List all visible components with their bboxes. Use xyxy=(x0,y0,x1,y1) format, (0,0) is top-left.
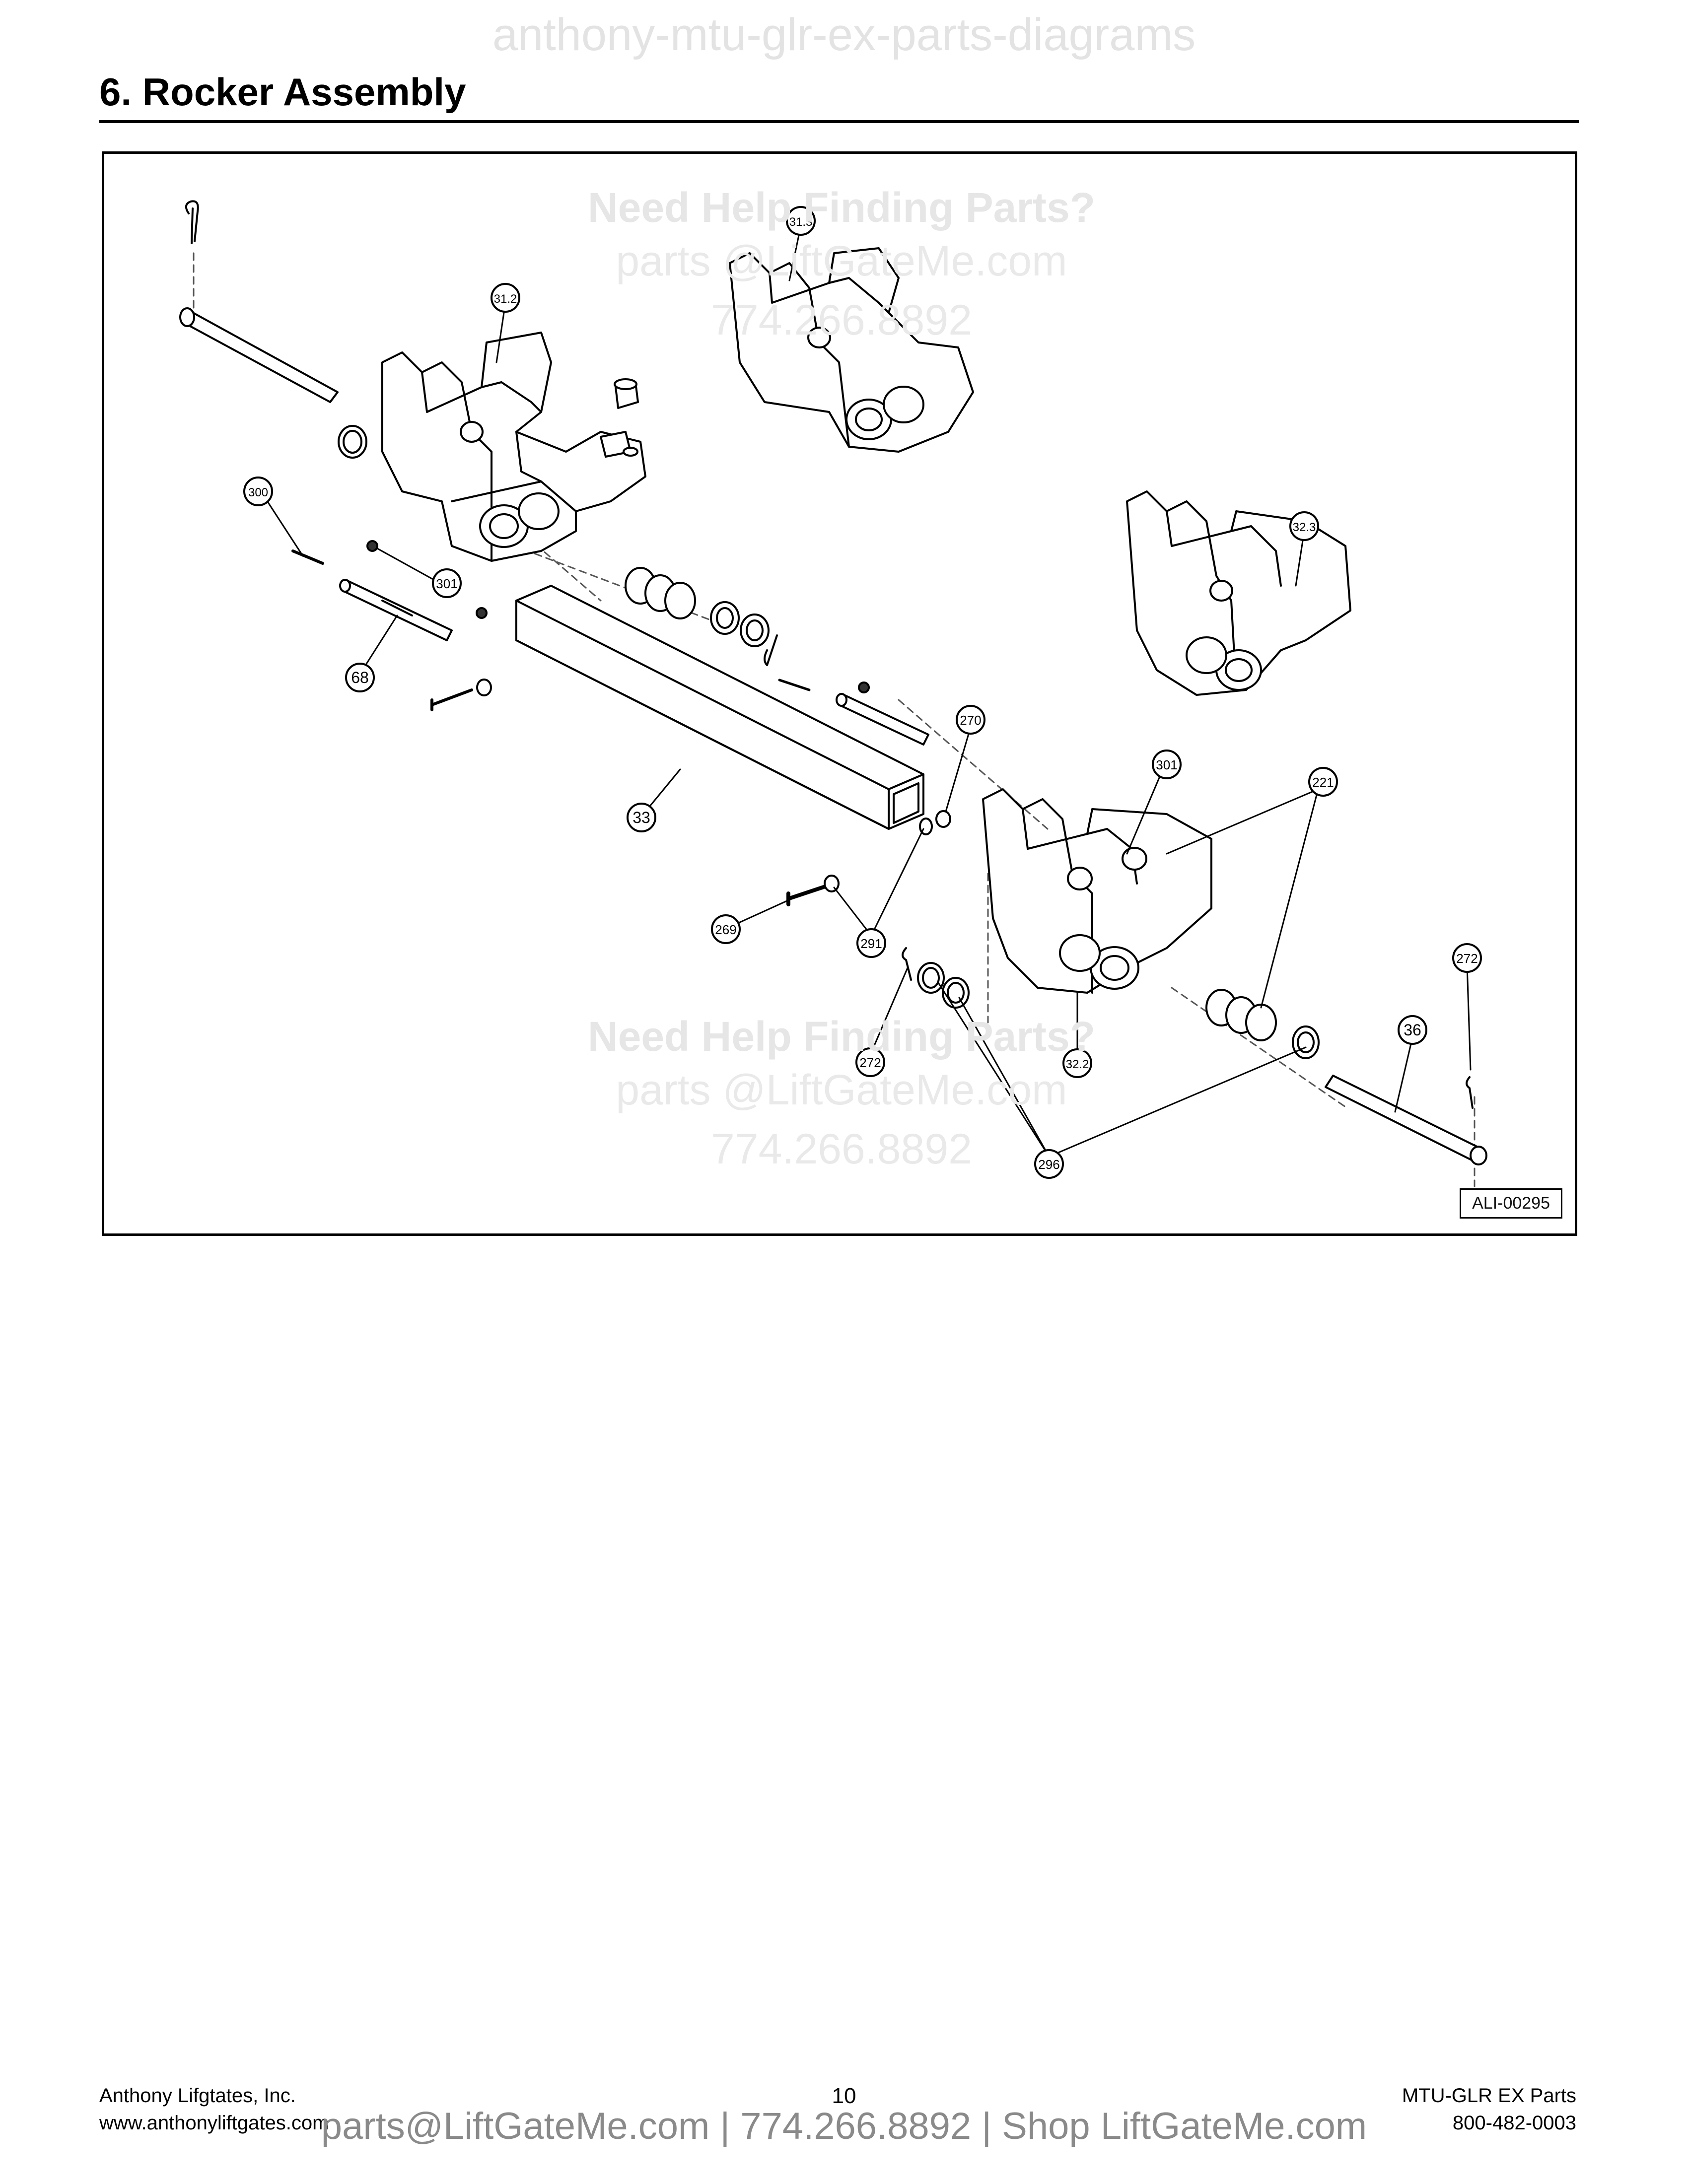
callout-270: 270 xyxy=(960,713,981,728)
footer-page-number: 10 xyxy=(832,2084,856,2108)
help-watermark-top: Need Help Finding Parts? parts @LiftGate… xyxy=(494,184,1189,345)
nut-301 xyxy=(366,540,378,552)
title-rule xyxy=(99,120,1579,123)
help-watermark-bottom: Need Help Finding Parts? parts @LiftGate… xyxy=(494,1013,1189,1174)
help-email: parts @LiftGateMe.com xyxy=(616,1066,1067,1114)
callout-31-3: 31.3 xyxy=(789,215,813,229)
nut-center xyxy=(858,682,870,693)
rocker-bracket-32-2 xyxy=(982,788,1212,994)
tube-33 xyxy=(515,585,924,830)
help-phone: 774.266.8892 xyxy=(710,1125,973,1173)
callout-301-left: 301 xyxy=(436,576,457,591)
nut-270 xyxy=(935,810,951,828)
help-heading: Need Help Finding Parts? xyxy=(587,1013,1096,1060)
cotter-pin-center xyxy=(764,634,778,666)
callout-68: 68 xyxy=(351,669,369,686)
help-email: parts @LiftGateMe.com xyxy=(616,237,1067,285)
section-title: 6. Rocker Assembly xyxy=(99,70,466,114)
pin-left xyxy=(179,307,339,403)
footer-doc-name: MTU-GLR EX Parts xyxy=(1402,2085,1576,2107)
exploded-parts-diagram: 31.2 31.3 32.3 300 301 68 33 270 301 221… xyxy=(179,200,1487,1187)
cotter-pin-272-right xyxy=(1466,1076,1474,1109)
footer-banner: parts@LiftGateMe.com | 774.266.8892 | Sh… xyxy=(321,2105,1367,2147)
callout-221: 221 xyxy=(1312,775,1334,790)
diagram-id-label: ALI-00295 xyxy=(1460,1188,1562,1219)
help-phone: 774.266.8892 xyxy=(710,296,973,344)
help-heading: Need Help Finding Parts? xyxy=(587,184,1096,231)
nut-small xyxy=(476,607,488,619)
callout-301-right: 301 xyxy=(1156,757,1177,772)
footer-company: Anthony Lifgtates, Inc. xyxy=(99,2085,296,2107)
callout-32-3: 32.3 xyxy=(1293,521,1316,534)
callout-33: 33 xyxy=(633,809,650,826)
callout-272-left: 272 xyxy=(859,1055,881,1070)
callout-32-2: 32.2 xyxy=(1066,1058,1089,1071)
callout-300: 300 xyxy=(248,486,268,499)
cotter-pin-top-left xyxy=(185,200,199,244)
footer-website[interactable]: www.anthonyliftgates.com xyxy=(99,2112,329,2134)
bolt-small-center xyxy=(778,679,811,691)
callout-31-2: 31.2 xyxy=(494,292,517,306)
bolt-left xyxy=(430,688,473,711)
diagram-frame: 31.2 31.3 32.3 300 301 68 33 270 301 221… xyxy=(102,151,1577,1236)
bushing-top xyxy=(614,378,639,409)
callout-269: 269 xyxy=(715,922,736,937)
bushing-set-center xyxy=(625,567,770,647)
rocker-bracket-31-2 xyxy=(381,332,646,562)
washer-291b xyxy=(824,875,840,892)
cotter-pin-272-left xyxy=(902,947,912,981)
rocker-bracket-32-3 xyxy=(1126,490,1351,696)
callout-291: 291 xyxy=(860,936,882,951)
bolt-300 xyxy=(291,549,324,565)
callout-36: 36 xyxy=(1404,1021,1421,1039)
top-watermark: anthony-mtu-glr-ex-parts-diagrams xyxy=(492,9,1196,60)
callout-296: 296 xyxy=(1038,1157,1059,1172)
pin-68 xyxy=(339,579,453,641)
rocker-bracket-31-3 xyxy=(729,247,974,453)
callout-272-right: 272 xyxy=(1456,951,1477,966)
pin-270 xyxy=(836,693,929,746)
pin-36 xyxy=(1325,1075,1487,1165)
footer-phone: 800-482-0003 xyxy=(1452,2112,1576,2134)
